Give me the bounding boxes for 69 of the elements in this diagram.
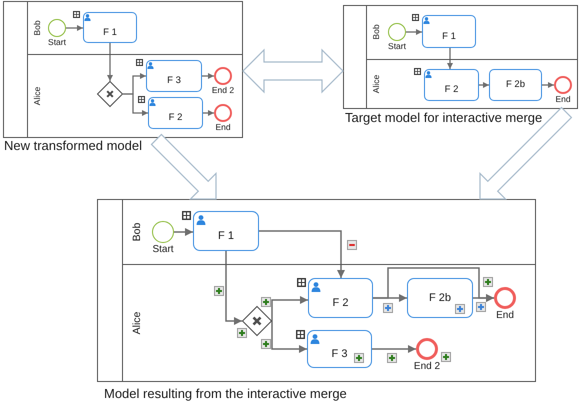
model-label: Target model for interactive merge <box>345 111 542 126</box>
task-label: F 2 <box>332 296 348 310</box>
task-label: F 2b <box>429 292 451 304</box>
arrow <box>271 321 307 353</box>
model-label: New transformed model <box>4 139 142 154</box>
arrow <box>66 25 83 31</box>
arrow <box>372 345 416 353</box>
arrow <box>107 43 113 81</box>
arrow <box>259 230 345 278</box>
task-box <box>489 69 542 101</box>
task-box <box>193 211 259 251</box>
task-label: F 2 <box>168 112 182 124</box>
task-box <box>407 278 473 318</box>
arrow <box>123 93 148 116</box>
arrow <box>406 29 422 35</box>
lane-label: Alice <box>32 86 42 106</box>
event-label: Start <box>388 42 406 51</box>
gateway-diamond <box>97 81 123 107</box>
lane-label: Alice <box>132 312 142 334</box>
block-arrow <box>479 106 572 200</box>
task-label: F 2 <box>444 84 458 96</box>
task-label: F 1 <box>103 27 117 38</box>
arrow <box>542 82 554 88</box>
task-label: F 2b <box>506 80 525 90</box>
start-event-circle <box>152 221 174 243</box>
arrow <box>479 82 489 88</box>
arrow <box>174 228 193 236</box>
lane-label: Bob <box>132 222 142 241</box>
task-box <box>307 330 372 368</box>
event-label: Start <box>48 38 66 47</box>
event-label: End 2 <box>414 360 440 372</box>
start-event-circle <box>48 19 66 37</box>
event-label: End <box>496 310 514 320</box>
lane-label: Alice <box>372 74 380 94</box>
task-box <box>148 97 203 129</box>
task-label: F 1 <box>218 230 234 242</box>
arrow <box>373 267 494 302</box>
task-label: F 1 <box>442 31 456 42</box>
gateway-diamond <box>242 306 272 336</box>
arrow <box>271 296 308 321</box>
arrow <box>202 73 214 79</box>
arrow <box>447 48 453 69</box>
task-box <box>146 60 202 92</box>
task-label: F 3 <box>332 348 348 360</box>
end-event-circle <box>214 67 232 85</box>
arrow <box>225 251 242 325</box>
task-label: F 3 <box>167 76 181 86</box>
event-label: End <box>215 122 231 132</box>
end-event-circle <box>214 104 232 122</box>
end-event-circle <box>494 287 516 309</box>
task-box <box>424 69 479 101</box>
event-label: End 2 <box>212 86 234 95</box>
pool <box>97 199 536 382</box>
start-event-circle <box>388 23 406 41</box>
end-event-circle <box>416 338 438 360</box>
arrow <box>203 110 214 116</box>
block-arrow <box>242 48 344 94</box>
model-label: Model resulting from the interactive merge <box>104 387 347 402</box>
lane-label: Bob <box>372 24 380 40</box>
task-box <box>422 15 476 48</box>
task-box <box>83 12 137 43</box>
end-event-circle <box>554 76 572 94</box>
pool <box>343 5 578 109</box>
task-box <box>308 278 373 318</box>
event-label: End <box>555 94 571 104</box>
block-arrow <box>150 134 217 200</box>
event-label: Start <box>152 244 174 254</box>
pool <box>3 1 243 138</box>
lane-label: Bob <box>32 20 42 36</box>
